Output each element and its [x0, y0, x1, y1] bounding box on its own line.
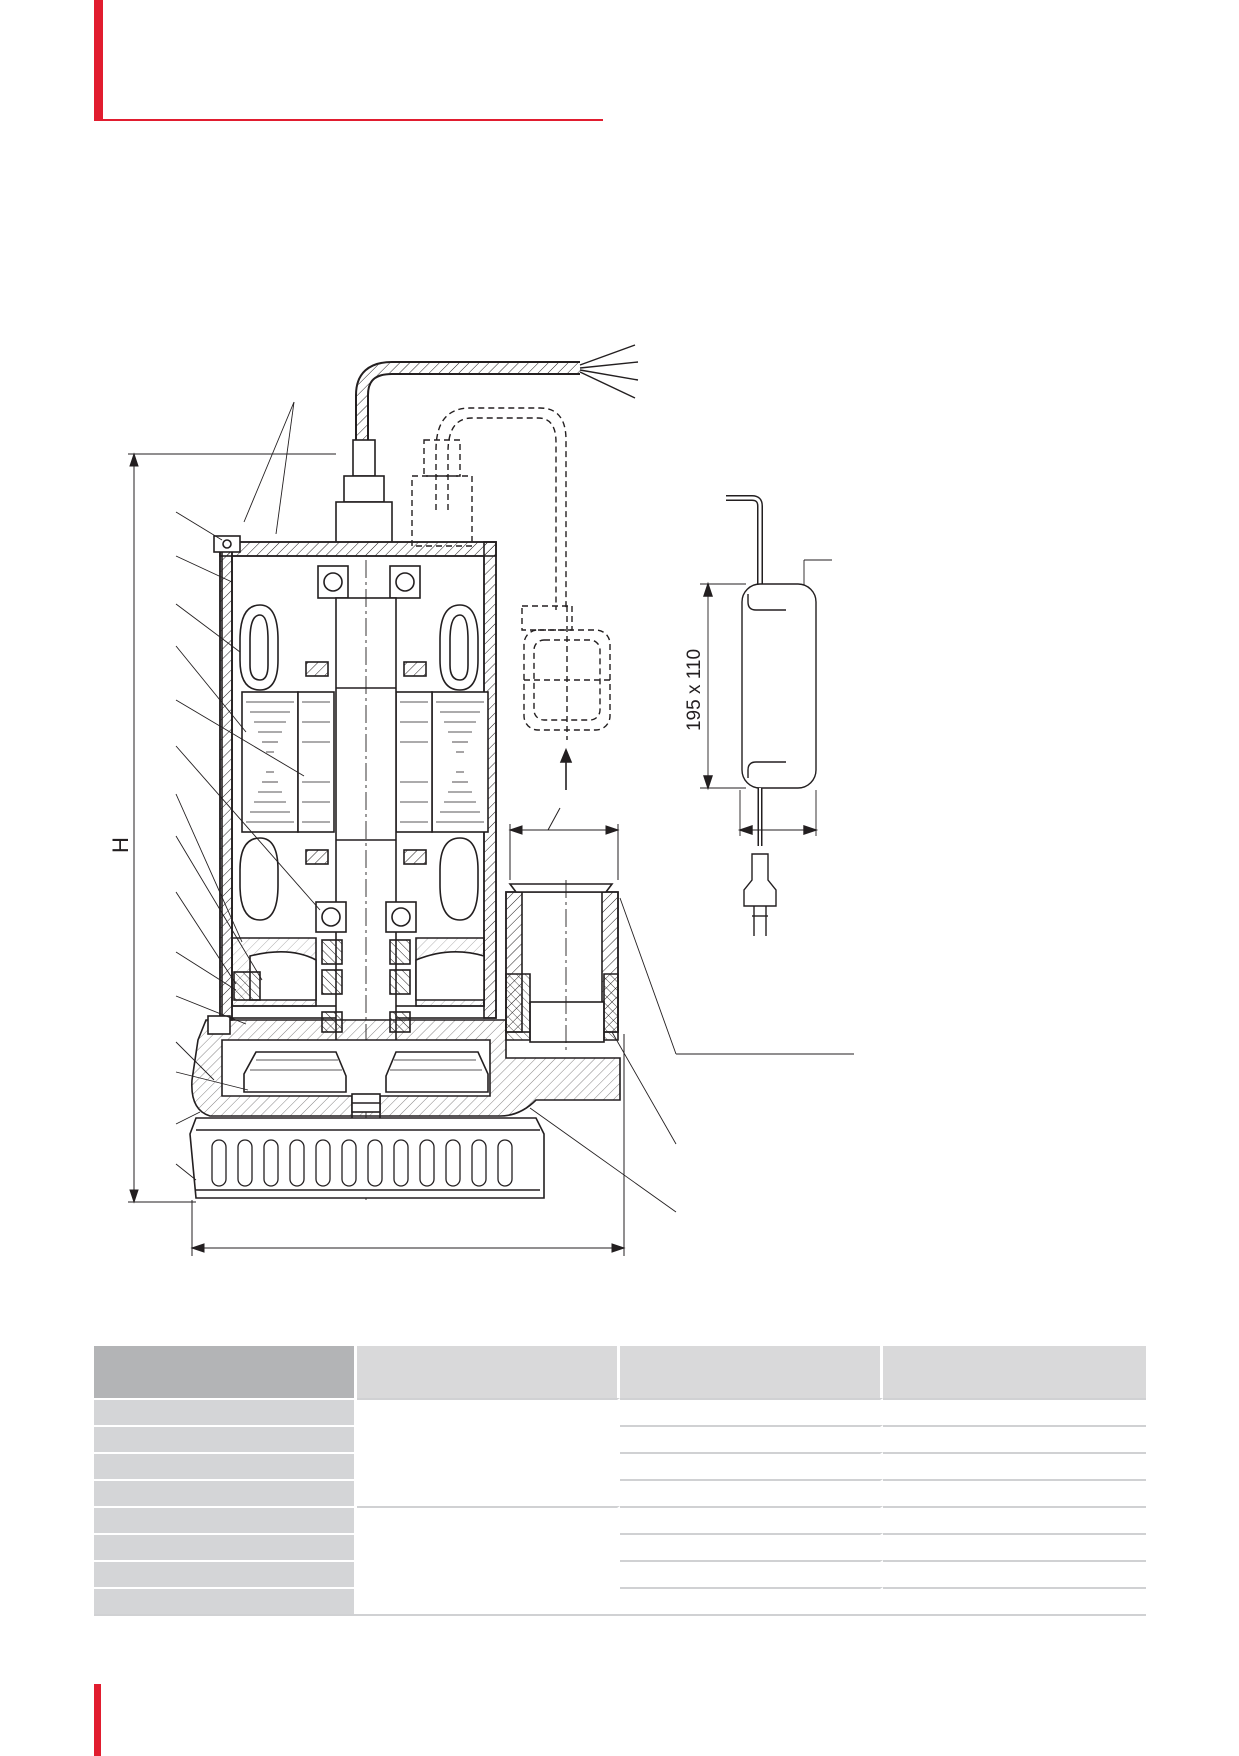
stator-stack	[241, 691, 489, 833]
table-row	[94, 1398, 1146, 1425]
table-row	[94, 1452, 1146, 1479]
merged-cell	[357, 1587, 620, 1614]
row-label-cell	[94, 1560, 357, 1587]
merged-cell	[357, 1452, 620, 1479]
row-label-cell	[94, 1479, 357, 1506]
part-leader-lines	[175, 401, 854, 1213]
table-cell	[620, 1479, 883, 1506]
row-label-cell	[94, 1425, 357, 1452]
accent-bar-top	[94, 0, 103, 120]
header-cell	[94, 1346, 357, 1398]
row-label-cell	[94, 1506, 357, 1533]
table-cell	[883, 1479, 1146, 1506]
flow-arrow-icon	[559, 747, 573, 790]
table-cell	[620, 1425, 883, 1452]
table-cell	[883, 1425, 1146, 1452]
table-cell	[883, 1452, 1146, 1479]
table-row	[94, 1533, 1146, 1560]
row-label-cell	[94, 1587, 357, 1614]
merged-cell	[357, 1479, 620, 1506]
stator-lines	[246, 701, 484, 823]
float-switch-icon	[411, 407, 611, 740]
merged-cell	[357, 1560, 620, 1587]
dimension-lines	[128, 452, 626, 1256]
row-label-cell	[94, 1398, 357, 1425]
table-row	[94, 1425, 1146, 1452]
merged-cell	[357, 1533, 620, 1560]
table-cell	[620, 1452, 883, 1479]
table-bottom-rule	[94, 1614, 1146, 1616]
header-cell	[883, 1346, 1146, 1398]
row-label-cell	[94, 1452, 357, 1479]
strainer-slots	[211, 1139, 513, 1187]
spec-table	[94, 1346, 1146, 1616]
table-cell	[883, 1587, 1146, 1614]
table-row	[94, 1479, 1146, 1506]
merged-cell	[357, 1398, 620, 1425]
table-row	[94, 1506, 1146, 1533]
cable-wire-ends	[579, 344, 639, 399]
table-cell	[620, 1587, 883, 1614]
header-cell	[620, 1346, 883, 1398]
table-cell	[883, 1560, 1146, 1587]
table-cell	[883, 1398, 1146, 1425]
merged-cell	[357, 1506, 620, 1533]
accent-rule	[94, 119, 603, 121]
table-row	[94, 1560, 1146, 1587]
control-box-icon	[700, 495, 819, 846]
merged-cell	[357, 1425, 620, 1452]
control-box-dimension-label: 195 x 110	[684, 649, 705, 731]
table-cell	[620, 1398, 883, 1425]
table-cell	[620, 1533, 883, 1560]
power-plug-icon	[743, 853, 777, 936]
spec-table-header	[94, 1346, 1146, 1398]
height-dimension-label: H	[108, 837, 133, 853]
submersible-pump-section-icon	[189, 344, 639, 1200]
table-cell	[620, 1506, 883, 1533]
header-cell	[357, 1346, 620, 1398]
row-label-cell	[94, 1533, 357, 1560]
accent-bar-bottom	[94, 1684, 101, 1756]
table-row	[94, 1587, 1146, 1614]
table-cell	[883, 1533, 1146, 1560]
pump-technical-drawing: H 195 x 110	[108, 344, 854, 1256]
table-cell	[883, 1506, 1146, 1533]
table-cell	[620, 1560, 883, 1587]
